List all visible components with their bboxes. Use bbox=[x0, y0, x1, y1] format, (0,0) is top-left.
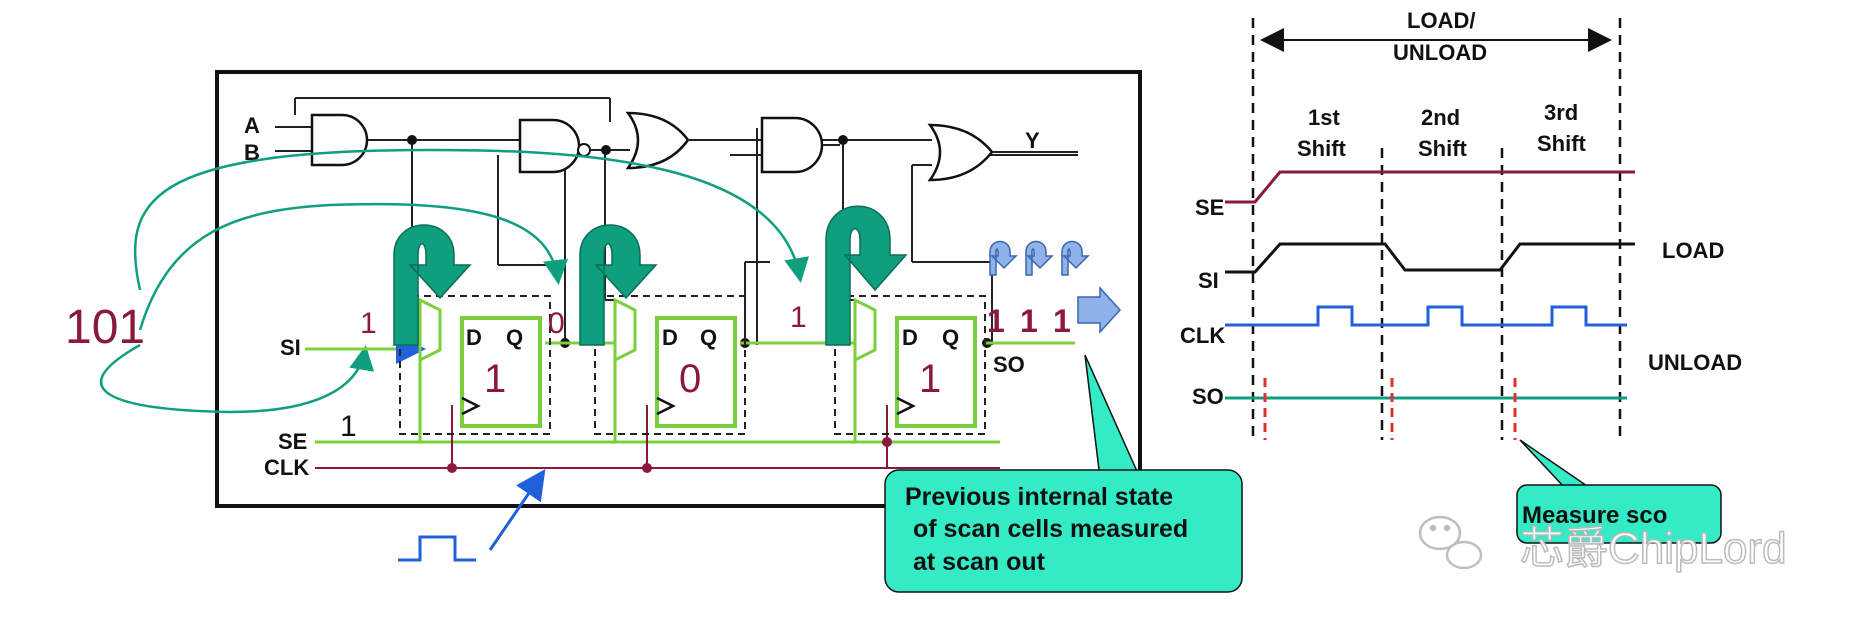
cell-3-value: 1 bbox=[919, 357, 941, 401]
clock-arrow bbox=[488, 469, 546, 551]
shift-1-line-1: 1st bbox=[1308, 105, 1340, 130]
shift-3-line-1: 3rd bbox=[1544, 100, 1578, 125]
in-bit-2: 0 bbox=[548, 307, 565, 340]
so-measure-strobes bbox=[1263, 378, 1517, 440]
pattern-101: 101 bbox=[65, 301, 145, 354]
timing-si-label: SI bbox=[1198, 268, 1219, 293]
shift-arrows bbox=[393, 205, 908, 346]
clock-pulse-icon bbox=[398, 535, 476, 562]
timing-so-label: SO bbox=[1192, 384, 1224, 409]
or-gate-2 bbox=[927, 123, 994, 182]
clk-label: CLK bbox=[264, 455, 309, 480]
out-bit-2: 1 bbox=[1020, 303, 1038, 339]
output-y-label: Y bbox=[1025, 128, 1040, 153]
timing-dashed-lines bbox=[1251, 18, 1622, 440]
circuit-frame bbox=[215, 70, 1142, 508]
or-gate-1 bbox=[625, 111, 690, 170]
shift-2-line-1: 2nd bbox=[1421, 105, 1460, 130]
timing-clk-label: CLK bbox=[1180, 323, 1225, 348]
and-gate-1 bbox=[310, 113, 369, 167]
watermark-text: 芯爵ChipLord bbox=[1520, 524, 1787, 573]
pattern-load-arrows bbox=[99, 148, 809, 414]
so-label: SO bbox=[993, 352, 1025, 377]
measure-box bbox=[1516, 484, 1722, 544]
cell-2-q: Q bbox=[700, 325, 717, 350]
input-a-label: A bbox=[244, 113, 260, 138]
shift-3-line-2: Shift bbox=[1537, 131, 1587, 156]
scan-cell-3: D Q 1 bbox=[834, 295, 986, 435]
cell-1-q: Q bbox=[506, 325, 523, 350]
nand-gate bbox=[518, 118, 581, 174]
measure-pointer bbox=[1519, 439, 1593, 489]
clk-waveform bbox=[1225, 305, 1627, 327]
cell-3-q: Q bbox=[942, 325, 959, 350]
callout-line-3: at scan out bbox=[913, 548, 1046, 576]
se-label: SE bbox=[278, 429, 307, 454]
callout-line-1: Previous internal state bbox=[905, 483, 1173, 511]
in-bit-3: 1 bbox=[790, 301, 807, 334]
junction-dots bbox=[407, 135, 992, 348]
wechat-icon bbox=[1418, 515, 1483, 570]
callout-pointer bbox=[1084, 354, 1142, 479]
load-label: LOAD bbox=[1662, 238, 1724, 263]
si-waveform bbox=[1225, 242, 1635, 274]
out-bit-1: 1 bbox=[987, 303, 1005, 339]
si-label: SI bbox=[280, 335, 301, 360]
cell-2-d: D bbox=[662, 325, 678, 350]
scan-cell-2: D Q 0 bbox=[594, 295, 746, 435]
nand-bubble bbox=[577, 143, 591, 157]
load-unload-line-1: LOAD/ bbox=[1407, 8, 1475, 33]
se-waveform bbox=[1225, 170, 1635, 204]
out-bit-3: 1 bbox=[1053, 303, 1071, 339]
cell-2-value: 0 bbox=[679, 357, 701, 401]
cell-3-d: D bbox=[902, 325, 918, 350]
measure-label: Measure sco bbox=[1522, 502, 1667, 529]
load-unload-line-2: UNLOAD bbox=[1393, 40, 1487, 65]
unload-label: UNLOAD bbox=[1648, 350, 1742, 375]
input-b-label: B bbox=[244, 140, 260, 165]
in-bit-1: 1 bbox=[360, 307, 377, 340]
cell-1-d: D bbox=[466, 325, 482, 350]
shift-2-line-2: Shift bbox=[1418, 136, 1468, 161]
cell-1-value: 1 bbox=[484, 357, 506, 401]
timing-se-label: SE bbox=[1195, 195, 1224, 220]
se-value: 1 bbox=[340, 410, 357, 443]
output-shift-icons bbox=[989, 240, 1122, 334]
callout-box bbox=[884, 469, 1243, 593]
shift-1-line-2: Shift bbox=[1297, 136, 1347, 161]
scan-cell-1: D Q 1 bbox=[399, 295, 551, 435]
and-gate-2 bbox=[760, 116, 824, 174]
callout-line-2: of scan cells measured bbox=[913, 515, 1188, 543]
